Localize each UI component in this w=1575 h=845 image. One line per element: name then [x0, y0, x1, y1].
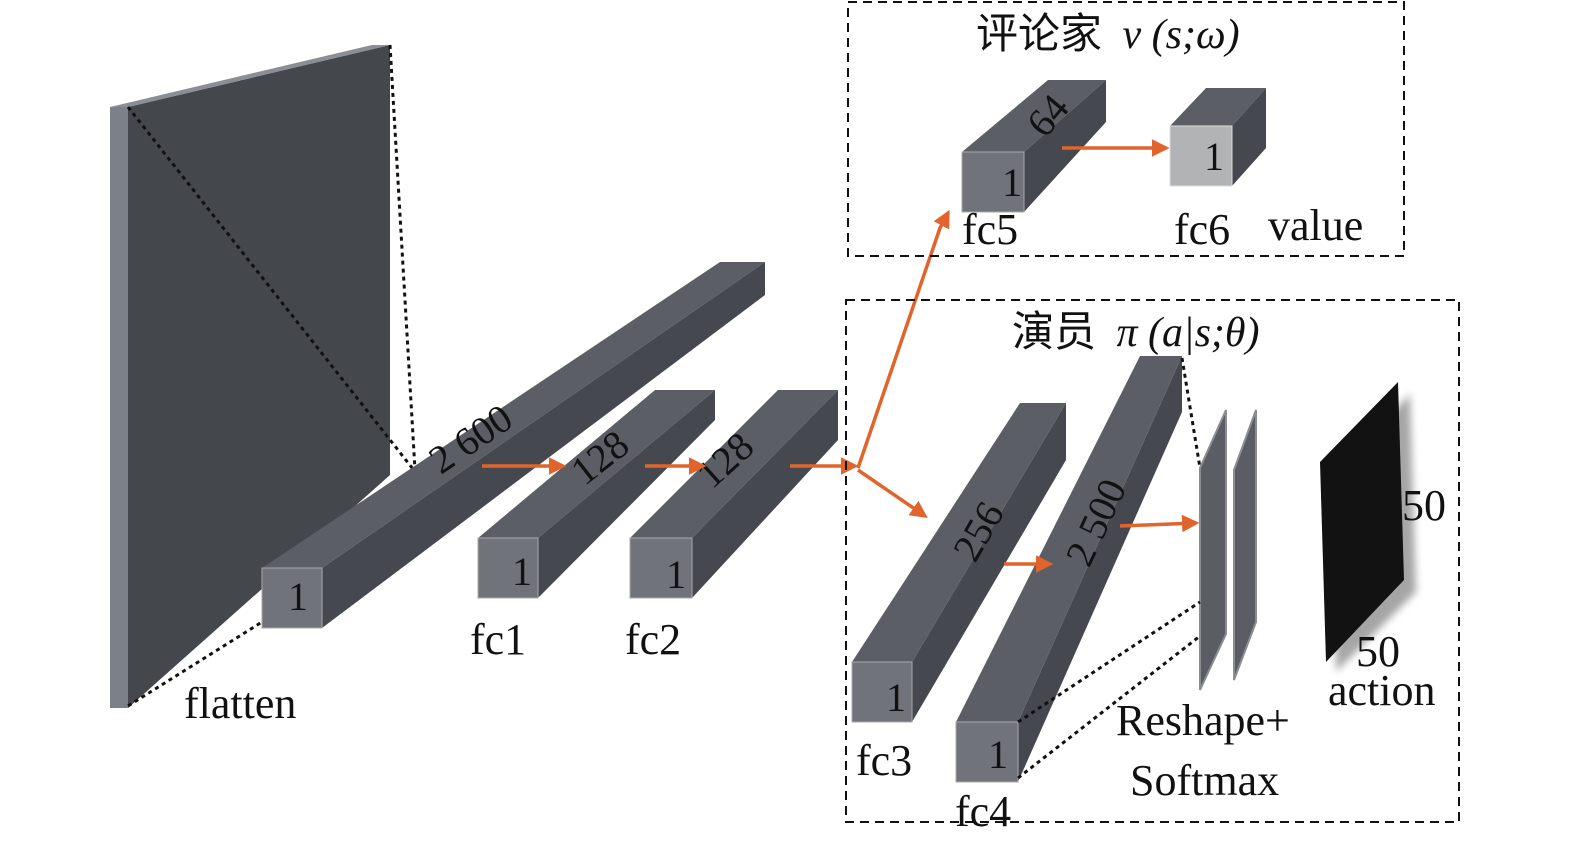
- fc3-block: 1 256: [851, 403, 1066, 723]
- actor-title: 演员 π (a|s;θ): [1012, 310, 1260, 356]
- action-plane: [1320, 382, 1416, 672]
- critic-title: 评论家 v (s;ω): [976, 11, 1240, 58]
- actor-box: [845, 299, 1460, 823]
- fc5-front-dim: 1: [1002, 160, 1022, 205]
- fc4-front-dim: 1: [988, 732, 1008, 777]
- fc2-front-dim: 1: [666, 552, 686, 597]
- flatten-label: flatten: [184, 679, 296, 728]
- action-dim-width: 50: [1356, 627, 1400, 676]
- critic-box: [847, 1, 1405, 257]
- fc6-label: fc6: [1174, 205, 1230, 254]
- fc1-front-dim: 1: [512, 549, 532, 594]
- arrow-to-fc5: [856, 209, 950, 469]
- fc6-block: 1: [1169, 88, 1266, 187]
- reshape-label-line2: Softmax: [1130, 756, 1279, 805]
- fc2-block: 1 128: [629, 390, 838, 599]
- reshape-planes: [1017, 357, 1257, 780]
- input-plane: [110, 44, 422, 708]
- flow-arrows: [482, 139, 1200, 573]
- fc3-label: fc3: [856, 736, 912, 785]
- fc6-front-dim: 1: [1204, 134, 1224, 179]
- fc1-label: fc1: [470, 615, 526, 664]
- flatten-front-dim: 1: [288, 574, 308, 619]
- action-dim-height: 50: [1402, 481, 1446, 530]
- fc3-front-dim: 1: [886, 675, 906, 720]
- fc4-label: fc4: [955, 787, 1011, 836]
- reshape-label-line1: Reshape+: [1116, 696, 1290, 745]
- fc2-label: fc2: [625, 615, 681, 664]
- fc5-label: fc5: [962, 205, 1018, 254]
- value-label: value: [1268, 201, 1363, 250]
- action-label: action: [1328, 666, 1436, 715]
- arrow-to-fc3: [857, 468, 928, 518]
- arrow-fc4-reshape: [1119, 514, 1200, 533]
- fc5-block: 1 64: [961, 80, 1106, 213]
